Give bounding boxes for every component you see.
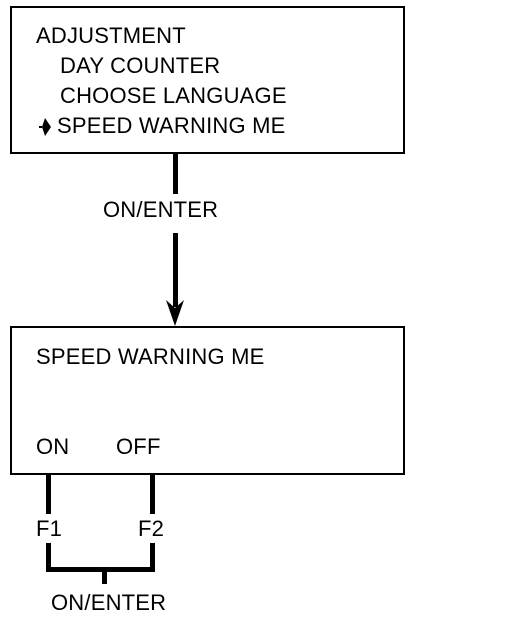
selection-cursor-icon — [39, 118, 51, 136]
option-off[interactable]: OFF — [116, 434, 161, 459]
menu-title: ADJUSTMENT — [36, 23, 186, 48]
confirm-key-label: ON/ENTER — [51, 590, 167, 615]
f2-connector-line — [150, 475, 155, 514]
f2-key-label[interactable]: F2 — [138, 516, 165, 541]
flow-line-lower — [173, 233, 178, 307]
bracket-bottom-bar — [46, 567, 155, 572]
f1-connector-line — [46, 475, 51, 514]
arrow-down-icon — [166, 300, 184, 326]
transition-key-label: ON/ENTER — [103, 197, 219, 222]
menu-item-day-counter[interactable]: DAY COUNTER — [60, 53, 221, 78]
menu-item-speed-warning[interactable]: SPEED WARNING ME — [57, 113, 286, 138]
menu-item-choose-language[interactable]: CHOOSE LANGUAGE — [60, 83, 287, 108]
bracket-stem — [102, 567, 107, 584]
flow-line-upper — [173, 154, 178, 194]
option-on[interactable]: ON — [36, 434, 70, 459]
adjustment-menu-screen: ADJUSTMENT DAY COUNTER CHOOSE LANGUAGE S… — [10, 6, 405, 154]
bracket-left-leg — [46, 543, 51, 571]
speed-warning-screen: SPEED WARNING ME ON OFF — [10, 326, 405, 475]
bracket-right-leg — [150, 543, 155, 571]
f1-key-label[interactable]: F1 — [36, 516, 63, 541]
warning-screen-title: SPEED WARNING ME — [36, 344, 265, 369]
